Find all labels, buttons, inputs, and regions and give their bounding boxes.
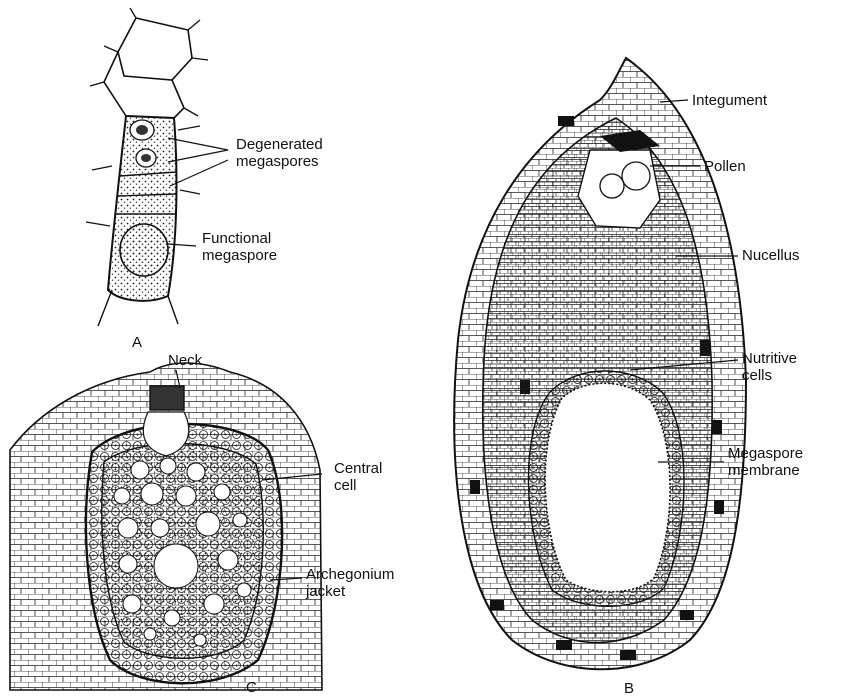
- label-nutritive-cells-line1: Nutritive: [742, 350, 797, 367]
- label-nutritive-cells-line2: cells: [742, 367, 772, 384]
- label-nucellus: Nucellus: [742, 247, 800, 264]
- label-integument: Integument: [692, 92, 767, 109]
- label-degenerated-megaspores-line1: Degenerated: [236, 136, 323, 153]
- label-central-cell-line2: cell: [334, 477, 357, 494]
- label-functional-megaspore-line2: megaspore: [202, 247, 277, 264]
- label-megaspore-membrane-line2: membrane: [728, 462, 800, 479]
- label-megaspore-membrane-line1: Megaspore: [728, 445, 803, 462]
- panel-letter-a: A: [132, 334, 142, 351]
- panel-c-archegonium: [10, 363, 322, 690]
- label-neck: Neck: [168, 352, 202, 369]
- panel-a-megaspore-tetrad: [86, 8, 228, 326]
- panel-letter-c: C: [246, 679, 257, 696]
- label-archegonium-jacket-line1: Archegonium: [306, 566, 394, 583]
- panel-letter-b: B: [624, 680, 634, 697]
- label-pollen: Pollen: [704, 158, 746, 175]
- label-archegonium-jacket-line2: jacket: [306, 583, 345, 600]
- label-degenerated-megaspores-line2: megaspores: [236, 153, 319, 170]
- panel-b-ovule: [454, 58, 746, 669]
- label-central-cell-line1: Central: [334, 460, 382, 477]
- label-functional-megaspore-line1: Functional: [202, 230, 271, 247]
